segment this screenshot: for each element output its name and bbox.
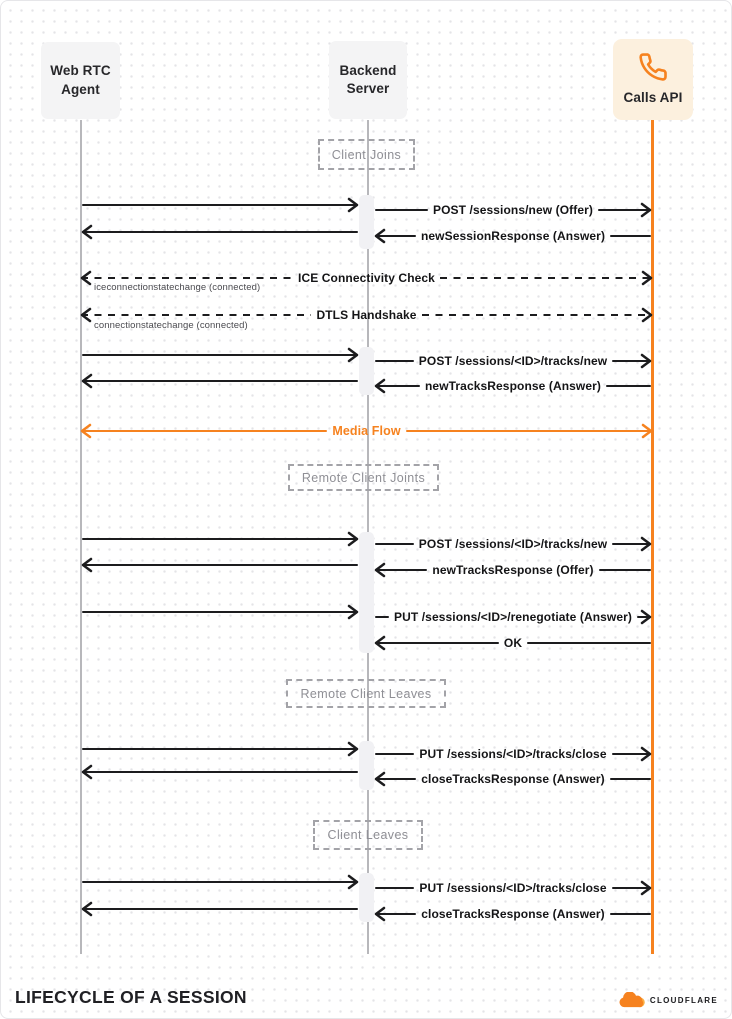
- message-label: Media Flow: [332, 424, 401, 438]
- message-arrow-backend-to-calls: PUT /sessions/<ID>/tracks/close: [375, 746, 652, 762]
- message-label: newTracksResponse (Offer): [432, 563, 594, 577]
- actor-backend-server: Backend Server: [329, 41, 407, 119]
- message-arrow-webrtc-to-calls: DTLS Handshake: [80, 307, 653, 323]
- message-arrow-backend-to-calls: PUT /sessions/<ID>/renegotiate (Answer): [375, 609, 652, 625]
- message-arrow-calls-to-backend: newSessionResponse (Answer): [374, 228, 651, 244]
- diagram-title: LIFECYCLE OF A SESSION: [15, 987, 247, 1007]
- message-arrow-webrtc-to-backend: [82, 874, 359, 890]
- message-arrow-backend-to-webrtc: [81, 373, 358, 389]
- lifeline-calls-api: [651, 120, 654, 954]
- cloudflare-brand: CLOUDFLARE: [618, 991, 718, 1009]
- actor-label: Calls API: [623, 89, 683, 105]
- activation-bar: [359, 873, 374, 922]
- message-label: newTracksResponse (Answer): [425, 379, 601, 393]
- message-arrow-webrtc-to-calls: Media Flow: [80, 423, 653, 439]
- message-arrow-backend-to-webrtc: [81, 557, 358, 573]
- message-arrow-webrtc-to-backend: [82, 531, 359, 547]
- message-label: closeTracksResponse (Answer): [421, 907, 605, 921]
- phone-icon: [638, 52, 668, 82]
- message-arrow-calls-to-backend: closeTracksResponse (Answer): [374, 771, 652, 787]
- actor-label: Web RTC Agent: [50, 63, 111, 97]
- message-arrow-calls-to-backend: closeTracksResponse (Answer): [374, 906, 652, 922]
- message-label: POST /sessions/new (Offer): [433, 203, 593, 217]
- message-label: OK: [503, 636, 523, 650]
- message-arrow-calls-to-backend: newTracksResponse (Answer): [374, 378, 651, 394]
- message-label: DTLS Handshake: [316, 308, 417, 322]
- activation-bar: [359, 741, 374, 790]
- message-label: PUT /sessions/<ID>/renegotiate (Answer): [394, 610, 632, 624]
- activation-bar: [359, 532, 374, 653]
- actor-calls-api: Calls API: [613, 39, 693, 120]
- message-label: POST /sessions/<ID>/tracks/new: [418, 537, 608, 551]
- message-label: PUT /sessions/<ID>/tracks/close: [419, 747, 607, 761]
- message-label: closeTracksResponse (Answer): [421, 772, 605, 786]
- message-arrow-webrtc-to-backend: [82, 604, 359, 620]
- phase-label: Client Joins: [331, 147, 402, 162]
- cloudflare-brand-text: CLOUDFLARE: [649, 996, 718, 1005]
- phase-label: Remote Client Leaves: [300, 686, 432, 701]
- actor-label: Backend Server: [339, 62, 397, 96]
- message-arrow-backend-to-webrtc: [81, 224, 358, 240]
- activation-bar: [359, 347, 374, 395]
- message-arrow-backend-to-calls: POST /sessions/<ID>/tracks/new: [375, 536, 652, 552]
- cloudflare-logo-icon: [618, 991, 646, 1009]
- activation-bar: [359, 195, 374, 249]
- phase-label: Remote Client Joints: [301, 470, 426, 485]
- message-arrow-backend-to-webrtc: [81, 901, 358, 917]
- phase-client-joins: Client Joins: [318, 139, 415, 170]
- message-arrow-backend-to-calls: PUT /sessions/<ID>/tracks/close: [375, 880, 652, 896]
- message-label: PUT /sessions/<ID>/tracks/close: [419, 881, 607, 895]
- message-label: ICE Connectivity Check: [298, 271, 435, 285]
- phase-remote-client-leaves: Remote Client Leaves: [286, 679, 446, 708]
- lifeline-webrtc-agent: [80, 120, 82, 954]
- message-arrow-calls-to-backend: OK: [374, 635, 652, 651]
- message-arrow-webrtc-to-calls: ICE Connectivity Check: [80, 270, 653, 286]
- message-arrow-backend-to-calls: POST /sessions/new (Offer): [375, 202, 652, 218]
- note-iceconnectionstatechange: iceconnectionstatechange (connected): [94, 282, 261, 293]
- note-connectionstatechange: connectionstatechange (connected): [94, 320, 248, 331]
- message-arrow-backend-to-calls: POST /sessions/<ID>/tracks/new: [375, 353, 652, 369]
- message-arrow-webrtc-to-backend: [82, 347, 359, 363]
- phase-label: Client Leaves: [327, 828, 409, 842]
- actor-webrtc-agent: Web RTC Agent: [41, 42, 120, 119]
- phase-remote-client-joins: Remote Client Joints: [288, 464, 439, 491]
- phase-client-leaves: Client Leaves: [313, 820, 423, 850]
- message-arrow-webrtc-to-backend: [82, 197, 359, 213]
- message-label: newSessionResponse (Answer): [420, 229, 606, 243]
- message-arrow-calls-to-backend: newTracksResponse (Offer): [374, 562, 651, 578]
- message-arrow-webrtc-to-backend: [82, 741, 359, 757]
- message-arrow-backend-to-webrtc: [81, 764, 358, 780]
- message-label: POST /sessions/<ID>/tracks/new: [418, 354, 608, 368]
